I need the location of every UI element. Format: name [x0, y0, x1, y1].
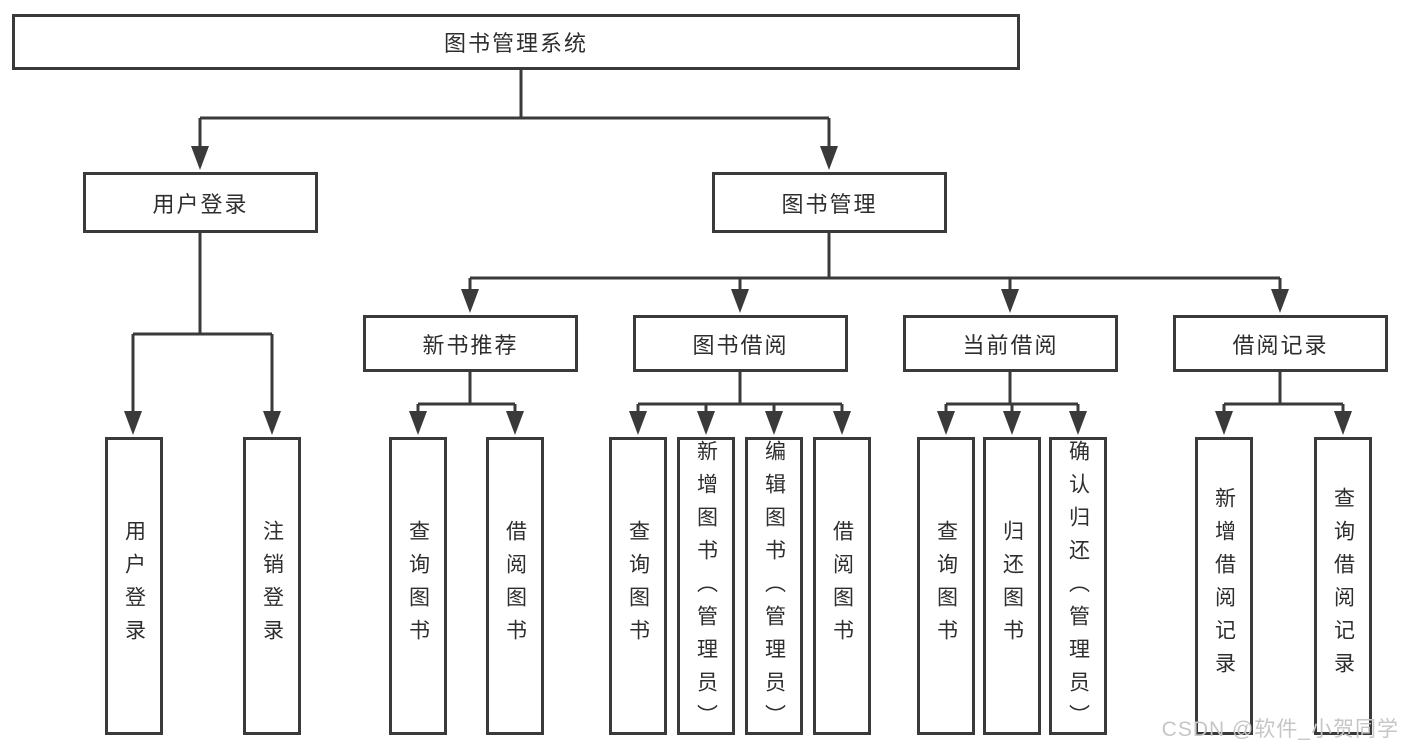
leaf-logout: 注销登录	[243, 437, 301, 735]
csdn-watermark: CSDN @软件_小贺同学	[1161, 718, 1399, 741]
leaf-borrow-add-book-admin: 新增图书（管理员）	[677, 437, 735, 737]
leaf-record-add-borrow-record: 新增借阅记录	[1195, 437, 1253, 735]
arrow-down-icon	[697, 411, 715, 435]
arrow-down-icon	[409, 411, 427, 435]
arrow-down-icon	[765, 411, 783, 435]
arrowheads	[124, 146, 1352, 435]
arrow-down-icon	[461, 289, 479, 313]
leaf-recommend-query-book: 查询图书	[389, 437, 447, 735]
leaf-borrow-borrow-book: 借阅图书	[813, 437, 871, 735]
arrow-down-icon	[506, 411, 524, 435]
node-book-management: 图书管理	[712, 172, 947, 233]
leaf-borrow-edit-book-admin: 编辑图书（管理员）	[745, 437, 803, 737]
node-new-book-recommend: 新书推荐	[363, 315, 578, 372]
arrow-down-icon	[1271, 289, 1289, 313]
arrow-down-icon	[1001, 289, 1019, 313]
arrow-down-icon	[1003, 411, 1021, 435]
node-current-borrow: 当前借阅	[903, 315, 1118, 372]
arrow-down-icon	[124, 411, 142, 435]
arrow-down-icon	[731, 289, 749, 313]
leaf-current-return-book: 归还图书	[983, 437, 1041, 735]
root-node-library-system: 图书管理系统	[12, 14, 1020, 70]
arrow-down-icon	[937, 411, 955, 435]
node-borrow-record: 借阅记录	[1173, 315, 1388, 372]
arrow-down-icon	[833, 411, 851, 435]
leaf-record-query-borrow-record: 查询借阅记录	[1314, 437, 1372, 735]
arrow-down-icon	[820, 146, 838, 170]
arrow-down-icon	[629, 411, 647, 435]
node-user-login: 用户登录	[83, 172, 318, 233]
arrow-down-icon	[191, 146, 209, 170]
arrow-down-icon	[1069, 411, 1087, 435]
leaf-borrow-query-book: 查询图书	[609, 437, 667, 735]
leaf-current-query-book: 查询图书	[917, 437, 975, 735]
leaf-current-confirm-return-admin: 确认归还（管理员）	[1049, 437, 1107, 737]
arrow-down-icon	[1334, 411, 1352, 435]
leaf-recommend-borrow-book: 借阅图书	[486, 437, 544, 735]
node-book-borrow: 图书借阅	[633, 315, 848, 372]
arrow-down-icon	[1215, 411, 1233, 435]
arrow-down-icon	[263, 411, 281, 435]
leaf-user-login: 用户登录	[105, 437, 163, 735]
